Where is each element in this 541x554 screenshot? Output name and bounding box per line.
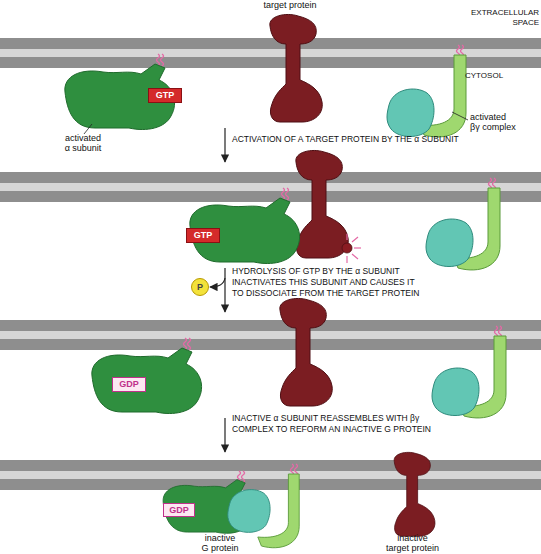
step-arrow: [224, 128, 225, 162]
membrane: [0, 320, 541, 350]
step-arrow: [224, 418, 225, 452]
part-label: activated α subunit: [62, 133, 104, 153]
lipid-anchor: [161, 54, 164, 66]
node-text: GDP: [169, 506, 189, 515]
target-protein: [296, 150, 348, 258]
step-caption: HYDROLYSIS OF GTP BY THE α SUBUNIT INACT…: [232, 266, 426, 299]
alpha-subunit: [92, 348, 202, 414]
beta-subunit: [387, 89, 434, 137]
lipid-anchor: [188, 338, 191, 350]
activation-ray: [346, 234, 347, 240]
node-text: P: [197, 283, 203, 292]
target-protein: [270, 14, 322, 122]
target-protein: [394, 452, 435, 536]
part-label: activated βγ complex: [470, 112, 518, 132]
step-caption: INACTIVE α SUBUNIT REASSEMBLES WITH βγ C…: [232, 413, 437, 435]
lipid-anchor: [184, 338, 187, 350]
alpha-subunit: [65, 64, 175, 130]
beta-subunit: [426, 219, 473, 267]
gtp-box: GTP: [148, 88, 182, 103]
lipid-anchor: [157, 54, 160, 66]
activation-ray: [346, 256, 347, 263]
lipid-anchor: [282, 188, 285, 200]
gtp-box: GTP: [186, 228, 220, 243]
step-caption: ACTIVATION OF A TARGET PROTEIN BY THE α …: [232, 134, 532, 145]
release-arrow: [210, 278, 225, 287]
step-arrow: [224, 268, 225, 312]
phosphate-circle: P: [191, 278, 209, 296]
part-label: target protein: [250, 0, 330, 11]
target-protein: [280, 298, 332, 406]
activation-ray: [352, 254, 358, 259]
gdp-box: GDP: [163, 503, 195, 517]
activation-ray: [352, 237, 358, 242]
gdp-box: GDP: [112, 377, 146, 392]
part-label: inactive target protein: [385, 533, 440, 553]
node-text: GDP: [119, 380, 139, 389]
leader-line: [452, 112, 468, 120]
region-label: CYTOSOL: [465, 71, 535, 81]
region-label: EXTRACELLULAR SPACE: [455, 8, 539, 28]
part-label: inactive G protein: [200, 533, 240, 553]
beta-subunit: [432, 368, 479, 416]
node-text: GTP: [194, 231, 213, 240]
node-text: GTP: [156, 91, 175, 100]
lipid-anchor: [286, 188, 289, 200]
activated-site: [342, 243, 352, 253]
membrane: [0, 460, 541, 490]
beta-subunit: [228, 490, 270, 533]
alpha-subunit: [190, 198, 300, 264]
activation-ray: [354, 247, 361, 248]
membrane: [0, 172, 541, 202]
leader-line: [84, 124, 92, 134]
activation-rays: [347, 234, 361, 263]
